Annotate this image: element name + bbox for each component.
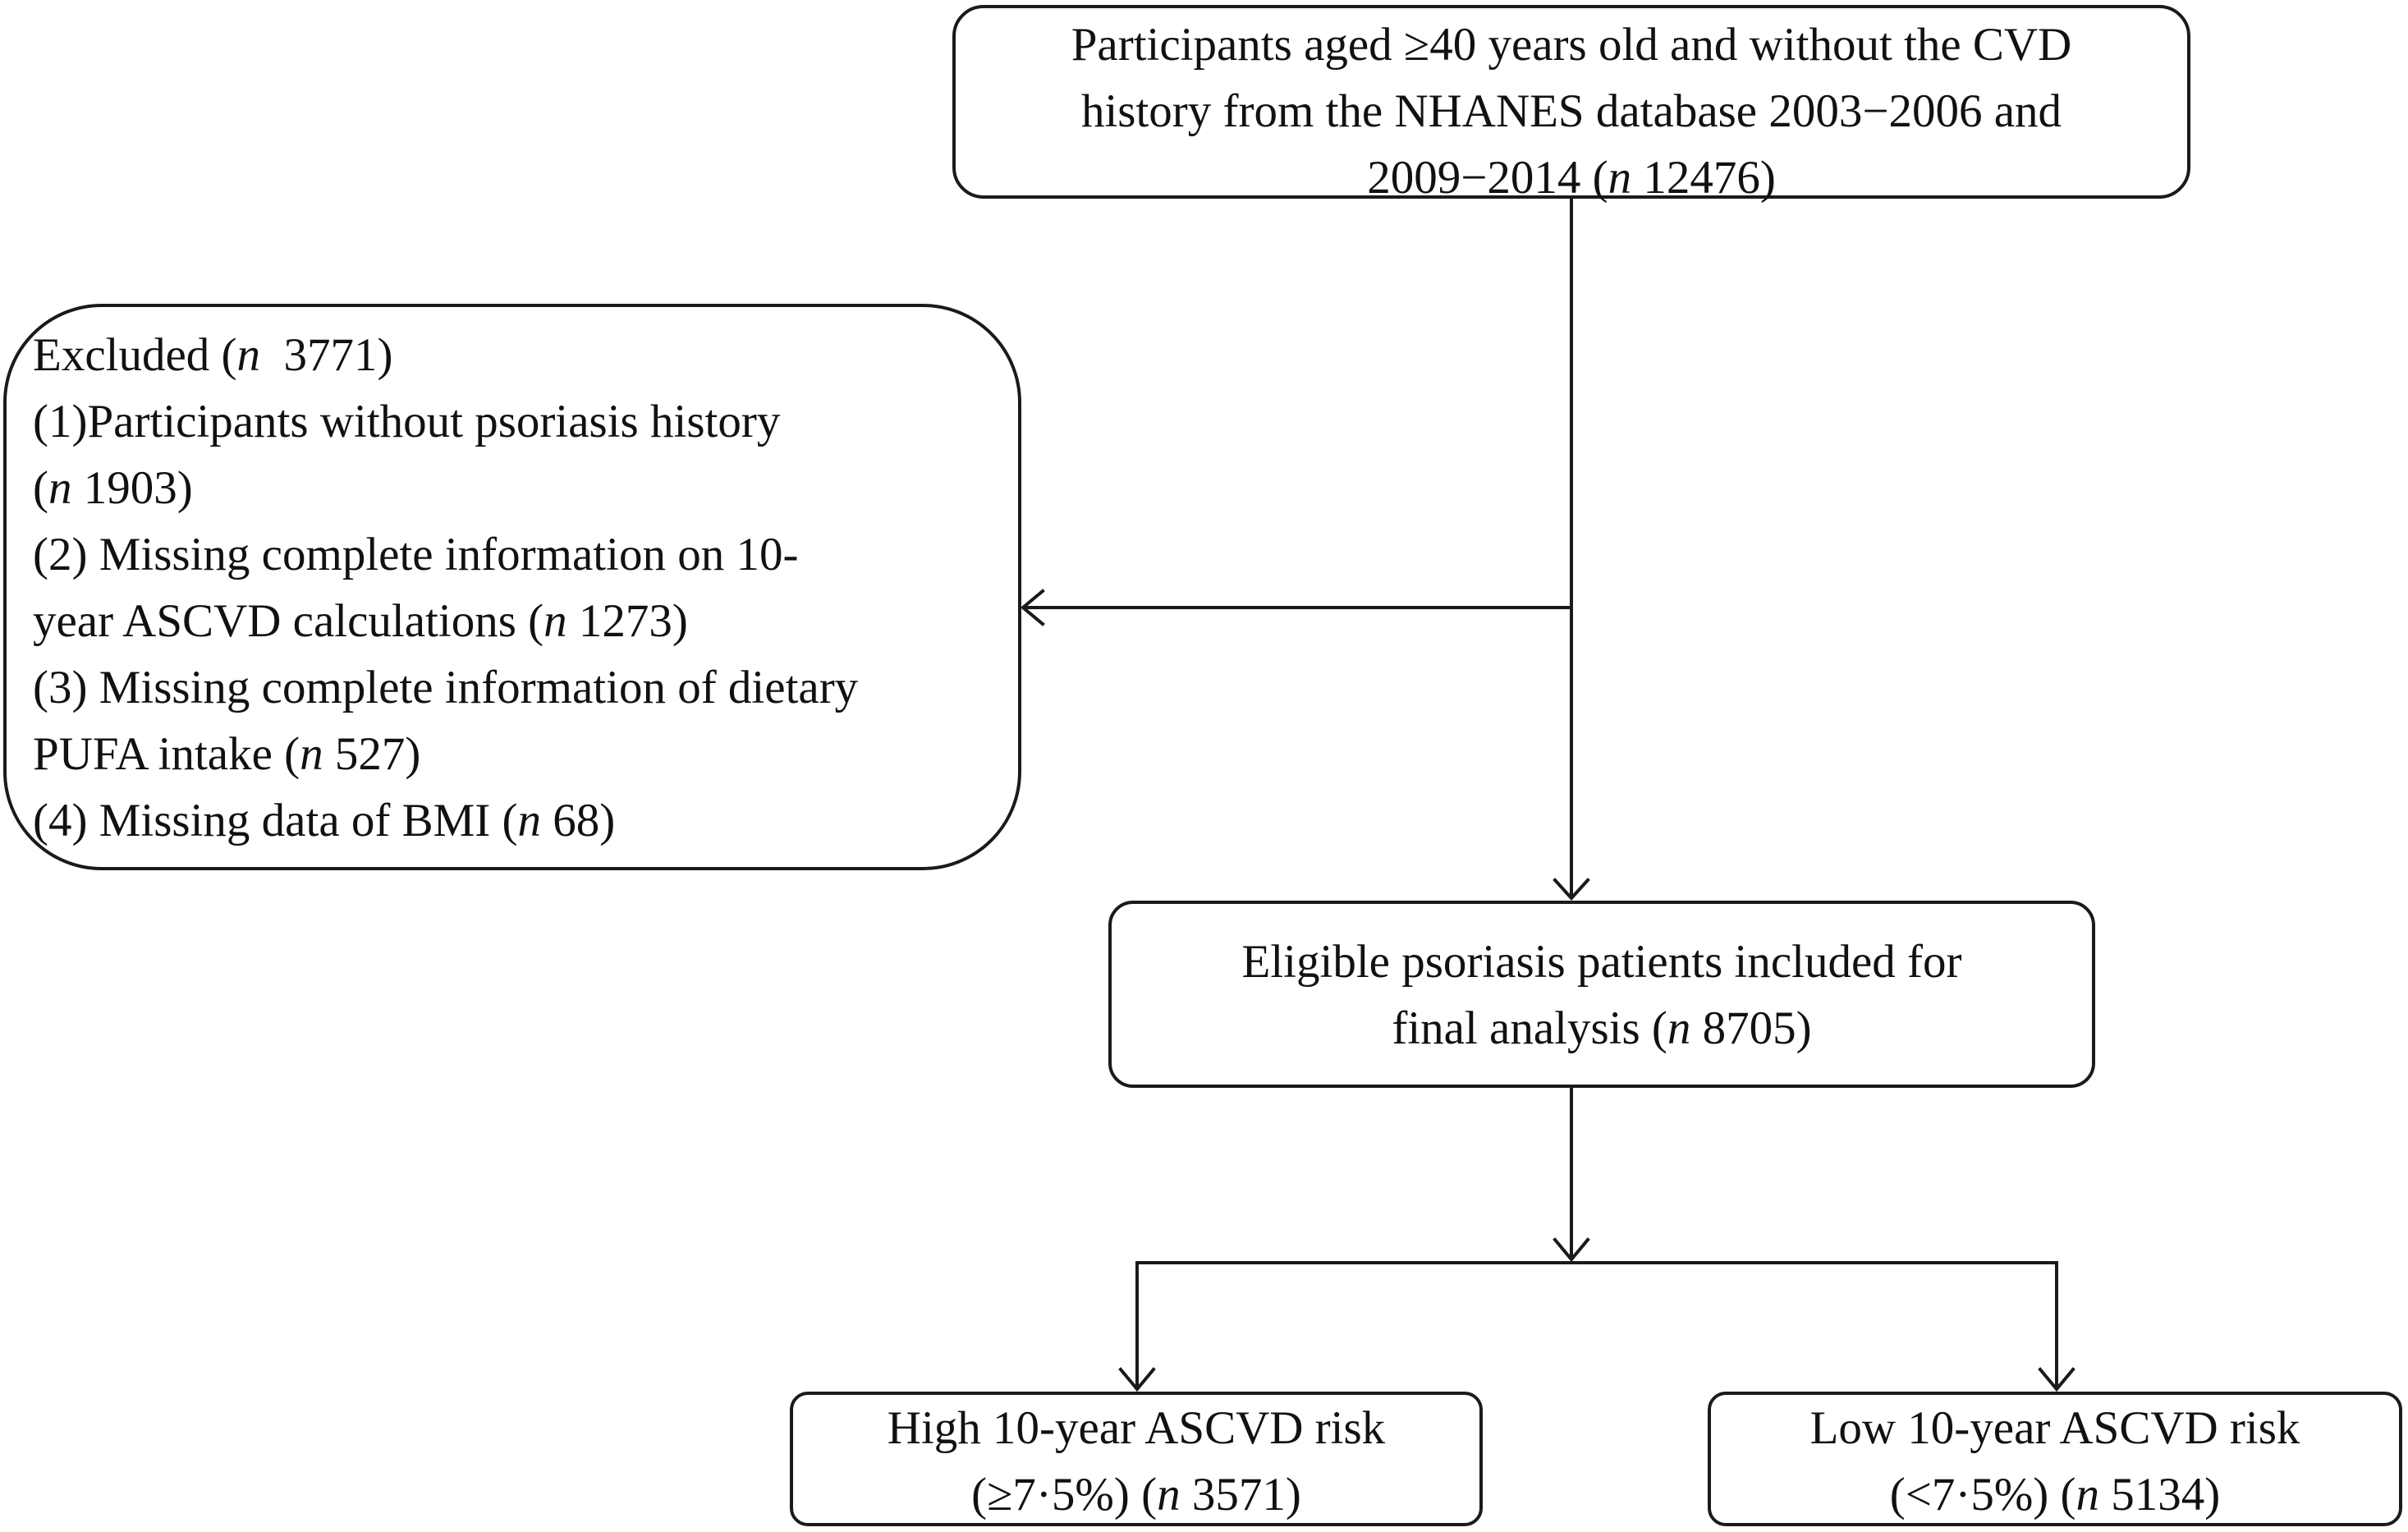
participants-box: Participants aged ≥40 years old and with… <box>952 5 2190 204</box>
excluded-reason-2: (2) Missing complete information on 10- <box>33 529 799 580</box>
excluded-reason-4: (4) Missing data of BMI (n 68) <box>33 795 616 846</box>
excluded-box: Excluded (n 3771) (1)Participants withou… <box>3 304 1021 870</box>
excluded-reason-1-count: (n 1903) <box>33 462 193 514</box>
arrowhead-high-risk <box>1118 1367 1156 1392</box>
high-risk-line-1: High 10-year ASCVD risk <box>887 1402 1386 1454</box>
excluded-reason-3: (3) Missing complete information of diet… <box>33 662 859 713</box>
eligible-box: Eligible psoriasis patients included for… <box>1108 901 2095 1088</box>
high-risk-line-2: (≥7·5%) (n 3571) <box>971 1469 1301 1521</box>
low-risk-box: Low 10-year ASCVD risk (<7·5%) (n 5134) <box>1708 1392 2402 1526</box>
excluded-reason-2-count: year ASCVD calculations (n 1273) <box>33 595 688 647</box>
participants-line-1: Participants aged ≥40 years old and with… <box>1071 19 2072 71</box>
arrowhead-eligible <box>1553 878 1590 901</box>
excluded-reason-1: (1)Participants without psoriasis histor… <box>33 396 781 447</box>
excluded-reason-3-count: PUFA intake (n 527) <box>33 728 421 780</box>
arrowhead-excluded <box>1020 589 1045 626</box>
eligible-line-2: final analysis (n 8705) <box>1392 1002 1812 1054</box>
arrowhead-low-risk <box>2038 1367 2075 1392</box>
excluded-heading: Excluded (n 3771) <box>33 329 393 381</box>
low-risk-line-1: Low 10-year ASCVD risk <box>1809 1402 2300 1454</box>
arrowhead-split <box>1553 1237 1590 1263</box>
participants-line-3: 2009−2014 (n 12476) <box>1367 152 1776 204</box>
high-risk-box: High 10-year ASCVD risk (≥7·5%) (n 3571) <box>790 1392 1483 1526</box>
participants-line-2: history from the NHANES database 2003−20… <box>1080 85 2062 137</box>
eligible-line-1: Eligible psoriasis patients included for <box>1241 936 1962 988</box>
low-risk-line-2: (<7·5%) (n 5134) <box>1889 1469 2221 1521</box>
